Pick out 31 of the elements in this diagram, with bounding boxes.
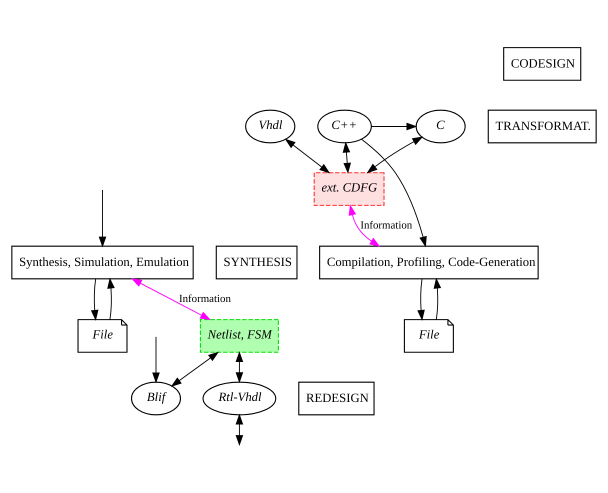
arrow — [236, 351, 244, 384]
node-ellipse: Blif — [130, 382, 182, 416]
arrow — [370, 122, 418, 130]
arrow — [417, 278, 425, 321]
node-box: ext. CDFG — [314, 172, 385, 206]
arrow — [342, 142, 352, 174]
arrow — [131, 278, 211, 320]
arrow — [361, 138, 427, 248]
node-ellipse: Vhdl — [245, 110, 296, 144]
arrow — [98, 190, 106, 248]
arrow — [284, 138, 330, 174]
node-ellipse: C++ — [317, 110, 372, 144]
node-ellipse: C — [416, 110, 466, 144]
arrow — [152, 336, 160, 384]
node-box: Compilation, Profiling, Code-Generation — [319, 246, 539, 280]
arrow — [107, 278, 115, 320]
node-box: Netlist, FSM — [200, 319, 279, 353]
node-box: SYNTHESIS — [216, 246, 298, 280]
arrow — [170, 352, 220, 387]
node-box: CODESIGN — [503, 47, 582, 81]
edge-label: Information — [179, 293, 231, 306]
arrow — [236, 414, 244, 446]
node-box: REDESIGN — [298, 382, 375, 416]
arrow — [348, 204, 380, 247]
arrow — [366, 136, 424, 174]
node-box: Synthesis, Simulation, Emulation — [11, 246, 194, 280]
edge-label: Information — [360, 220, 412, 232]
arrow — [90, 278, 98, 321]
node-ellipse: Rtl-Vhdl — [202, 382, 276, 416]
arrow — [434, 278, 442, 320]
node-box: TRANSFORMAT. — [488, 110, 597, 144]
